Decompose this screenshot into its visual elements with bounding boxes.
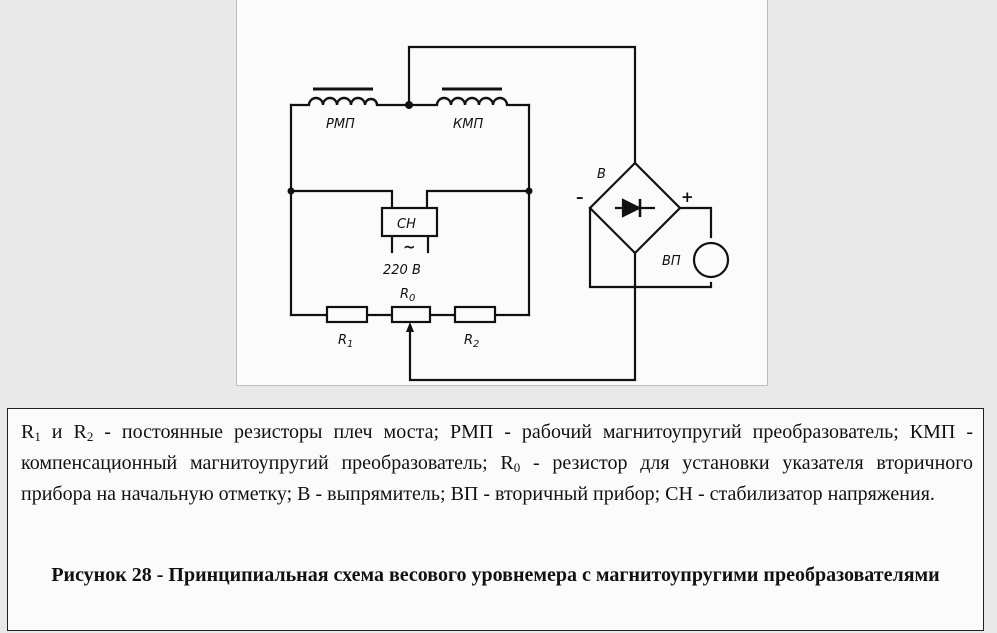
r1-resistor [325,305,369,324]
legend-r2-sub: 2 [86,429,94,444]
kmp-coil [435,87,509,106]
rectifier-label: В [597,167,606,182]
minus-label: – [576,188,584,206]
legend-text: R1 и R2 - постоянные резисторы плеч мост… [21,419,973,507]
r2-label: R2 [464,333,479,350]
figure-title: Рисунок 28 - Принципиальная схема весово… [51,564,940,586]
junction-top [405,101,413,109]
top-loop-wire [407,45,637,165]
caption-box: R1 и R2 - постоянные резисторы плеч мост… [7,408,984,631]
legend-r2: R [73,421,87,443]
wires [289,45,713,382]
meter-circle [692,241,730,279]
legend-r1: R [21,421,35,443]
legend-r0-sub: 0 [513,460,521,475]
r2-resistor [453,305,497,324]
r1-label: R1 [338,333,353,350]
rmp-coil [307,87,379,106]
meter-label: ВП [662,254,681,269]
rectifier-bridge [588,161,682,255]
legend-part2: - резистор для установки указателя втори… [21,452,973,505]
middle-wire-right [425,189,531,210]
sn-label: СН [397,217,416,232]
junction-dots [287,101,533,195]
circuit-diagram: РМП КМП СН ~ 220 В R0 R1 R2 В – + ВП [287,45,730,382]
wiper-return-wire [408,251,637,382]
plus-label: + [681,188,694,206]
ac-symbol: ~ [403,238,416,256]
r0-wiper-arrow [406,322,414,332]
r0-label: R0 [400,287,415,304]
legend-r0: R [500,452,514,474]
rmp-label: РМП [326,117,355,132]
junction-right [525,187,533,195]
r0-resistor [390,305,432,324]
rectifier-plus-wire [678,206,713,239]
legend-r1-sub: 1 [34,429,41,444]
voltage-label: 220 В [383,263,421,278]
circuit-diagram-panel: РМП КМП СН ~ 220 В R0 R1 R2 В – + ВП [236,0,768,386]
rectifier-minus-wire [588,206,713,289]
junction-left [287,187,295,195]
legend-part1: - постоянные резисторы плеч моста; РМП -… [21,421,974,474]
legend-and: и [40,421,74,443]
sn-box [380,206,439,238]
middle-wire-left [289,189,394,210]
kmp-label: КМП [453,117,483,132]
